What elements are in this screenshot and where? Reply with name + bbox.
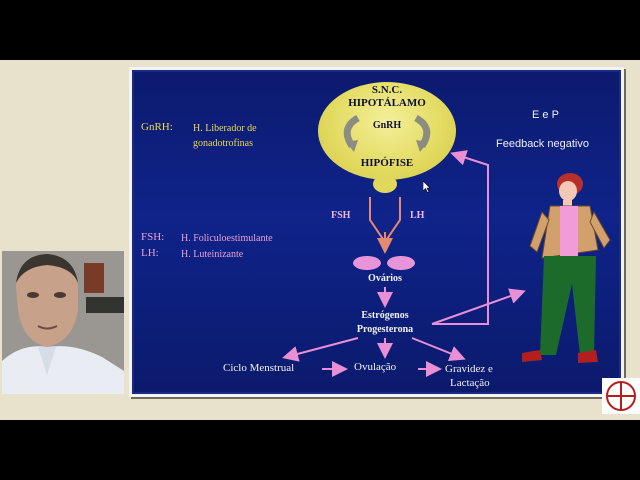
fsh-def: H. Foliculoestimulante bbox=[181, 233, 273, 244]
mouse-cursor-icon bbox=[423, 181, 431, 193]
feedback-label: Feedback negativo bbox=[496, 138, 589, 150]
corner-logo bbox=[602, 378, 640, 414]
ovulacao-label: Ovulação bbox=[354, 361, 397, 373]
estrogenos-label: Estrógenos bbox=[361, 310, 409, 321]
letterbox-top bbox=[0, 0, 640, 60]
gravidez-label: Gravidez e bbox=[445, 363, 493, 375]
gnrh-center-label: GnRH bbox=[372, 120, 402, 131]
ovary-left bbox=[353, 256, 381, 270]
logo-mark-icon bbox=[606, 381, 636, 411]
gnrh-def-line1: H. Liberador de bbox=[193, 123, 257, 134]
feedback-line bbox=[432, 150, 489, 325]
lactacao-label: Lactação bbox=[450, 377, 490, 389]
hipotalamo-label: HIPOTÁLAMO bbox=[348, 97, 426, 109]
lh-arrow-label: LH bbox=[410, 210, 425, 221]
hypothalamus-ellipse bbox=[318, 82, 456, 180]
fsh-arrow-label: FSH bbox=[331, 210, 351, 221]
gnrh-def-line2: gonadotrofinas bbox=[193, 138, 253, 149]
letterbox-bottom bbox=[0, 420, 640, 480]
eep-label: E e P bbox=[532, 109, 559, 121]
diagram-graphics bbox=[282, 114, 611, 377]
pituitary-ellipse bbox=[373, 175, 397, 193]
snc-label: S.N.C. bbox=[371, 84, 403, 96]
ciclo-menstrual-label: Ciclo Menstrual bbox=[223, 362, 295, 374]
fsh-key: FSH: bbox=[141, 231, 165, 243]
webcam-video bbox=[2, 251, 124, 394]
progesterona-label: Progesterona bbox=[356, 324, 414, 335]
lh-key: LH: bbox=[141, 247, 159, 259]
gnrh-key: GnRH: bbox=[141, 121, 173, 133]
ovary-right bbox=[387, 256, 415, 270]
hipofise-label: HIPÓFISE bbox=[360, 157, 414, 169]
lh-def: H. Luteinizante bbox=[181, 249, 244, 260]
presentation-slide: GnRH: H. Liberador de gonadotrofinas FSH… bbox=[129, 67, 624, 397]
ovarios-label: Ovários bbox=[368, 273, 402, 284]
woman-figure bbox=[522, 173, 611, 363]
